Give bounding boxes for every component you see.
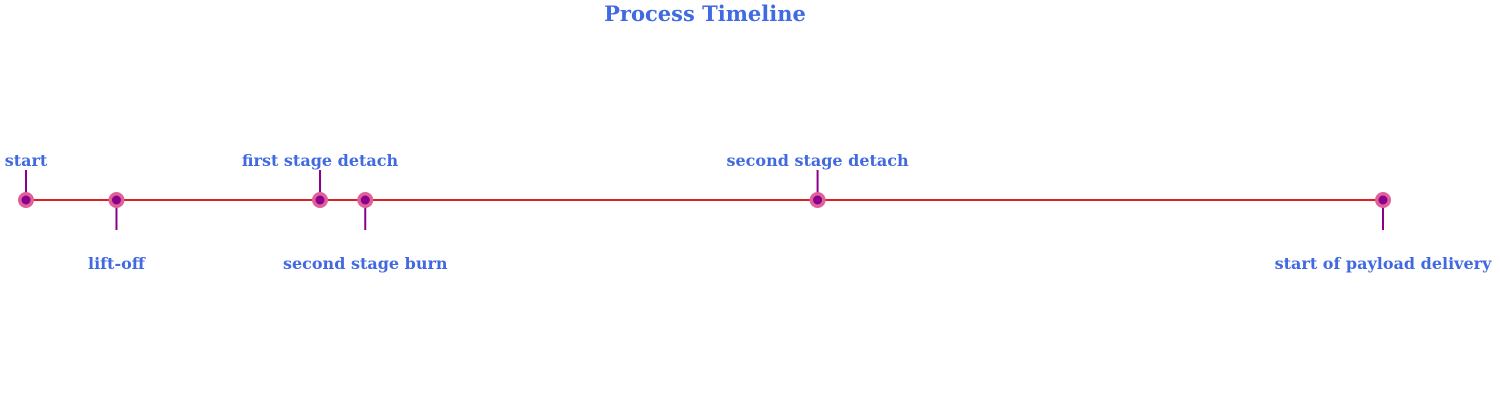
event-marker-center	[1378, 195, 1388, 205]
timeline-event-start: start	[5, 151, 48, 208]
event-label: start of payload delivery	[1275, 254, 1492, 273]
timeline-event-second-stage-detach: second stage detach	[726, 151, 909, 208]
event-marker-center	[813, 195, 823, 205]
event-marker-center	[360, 195, 370, 205]
event-label: first stage detach	[242, 151, 399, 170]
event-marker-center	[21, 195, 31, 205]
event-label: start	[5, 151, 48, 170]
timeline-events: start lift-off first stage detach second st…	[5, 151, 1492, 273]
event-label: second stage burn	[283, 254, 448, 273]
event-label: lift-off	[88, 254, 146, 273]
event-marker-center	[111, 195, 121, 205]
timeline-event-lift-off: lift-off	[88, 192, 146, 273]
event-label: second stage detach	[726, 151, 909, 170]
timeline-event-first-stage-detach: first stage detach	[242, 151, 399, 208]
event-marker-center	[315, 195, 325, 205]
timeline-event-second-stage-burn: second stage burn	[283, 192, 448, 273]
timeline-event-start-of-payload-delivery: start of payload delivery	[1275, 192, 1492, 273]
chart-title: Process Timeline	[604, 1, 806, 26]
